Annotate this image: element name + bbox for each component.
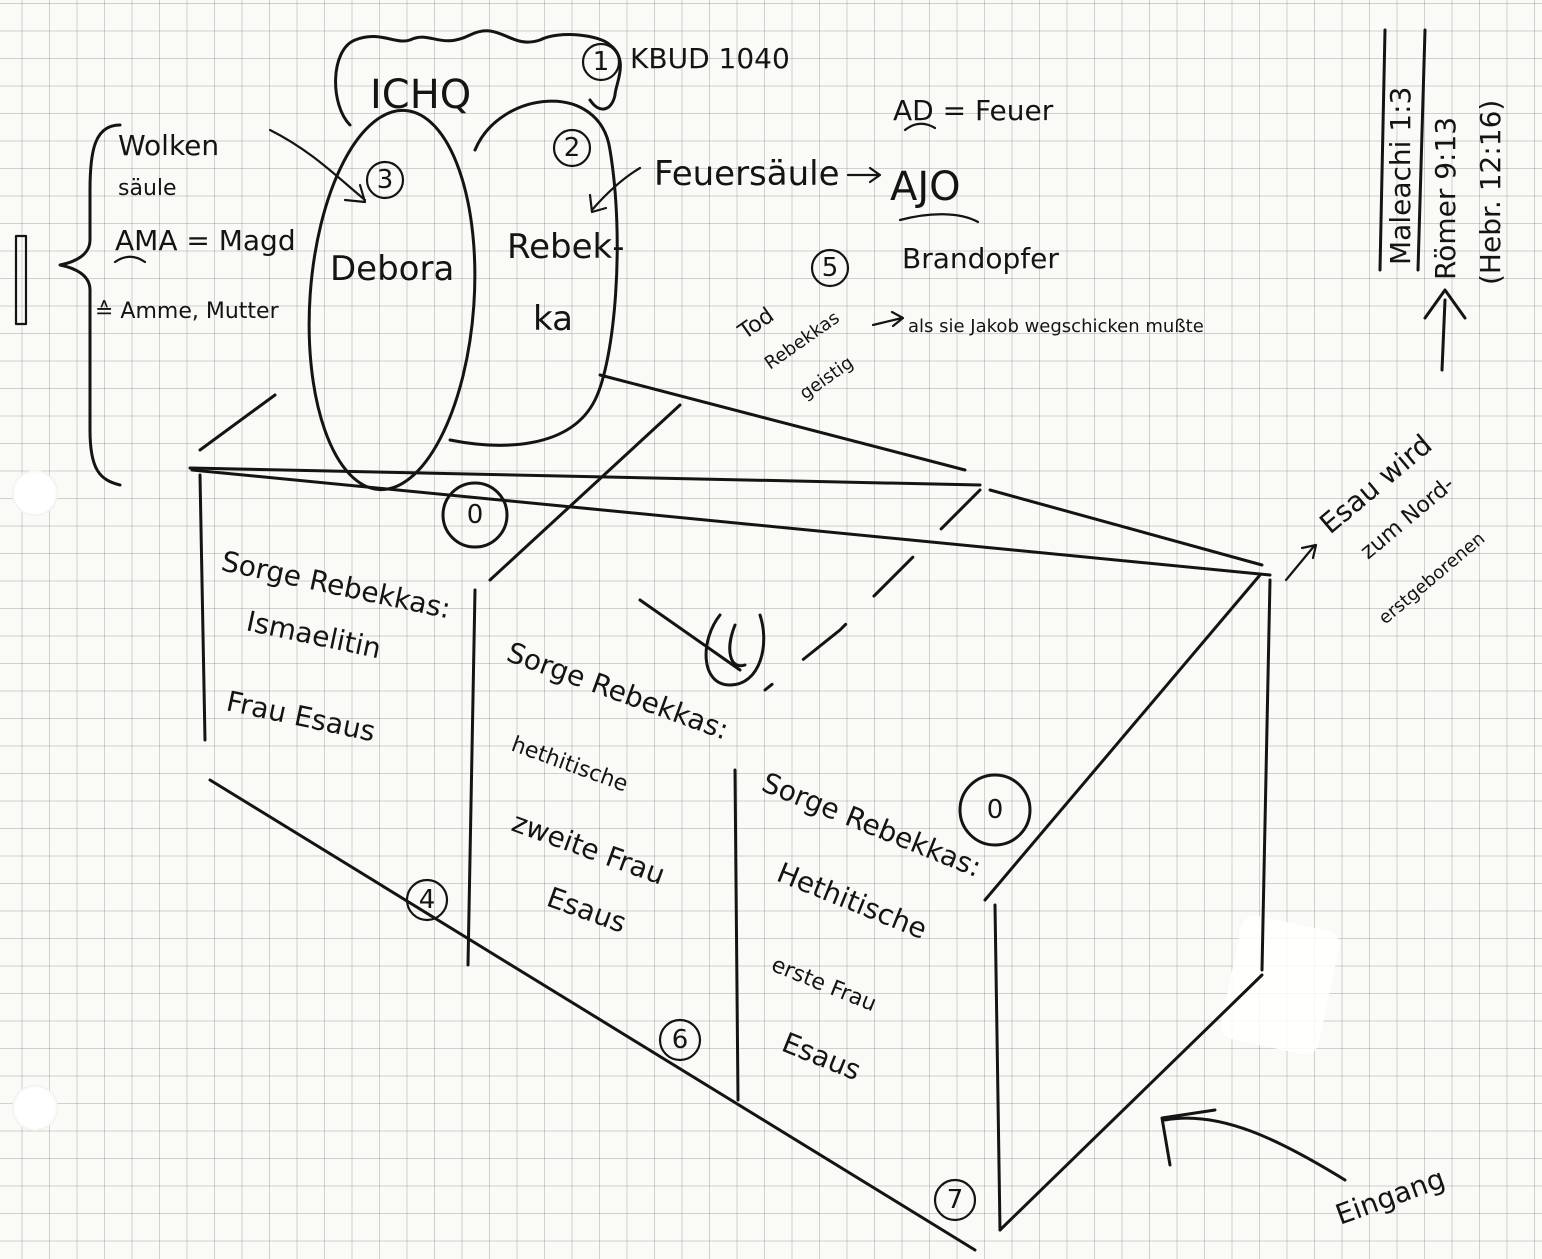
zero-symbol-2: 0	[987, 795, 1004, 825]
panel1-line3: Frau Esaus	[224, 685, 379, 749]
box-right-bottom-edge	[1000, 975, 1262, 1230]
box-right-back-edge	[1262, 580, 1270, 970]
arrow-to-esau	[1286, 545, 1316, 580]
arrow-to-note	[873, 312, 903, 326]
panel2-line4: Esaus	[543, 881, 631, 940]
ref-up-arrow	[1425, 290, 1465, 370]
panel2-line2: hethitische	[508, 732, 631, 797]
death-line-3: geistig	[796, 352, 858, 404]
squiggle-ama	[115, 257, 145, 262]
hut-label: ICHQ	[370, 72, 471, 118]
number-1: 1	[593, 47, 610, 77]
zero-symbol-1: 0	[467, 500, 484, 530]
bracket-line-2: säule	[118, 176, 177, 201]
hut-note: KBUD 1040	[630, 42, 790, 75]
box-front-divider-1	[468, 590, 475, 965]
bracket-line-1: Wolken	[118, 129, 219, 162]
fire-bottom-note: Brandopfer	[902, 242, 1059, 275]
box-top-inner-line	[640, 600, 740, 670]
ref-malachi: Maleachi 1:3	[1384, 87, 1417, 265]
fire-label: Feuersäule	[654, 154, 840, 194]
death-line-1: Tod	[733, 303, 779, 345]
ref-hebrews: (Hebr. 12:16)	[1474, 100, 1507, 285]
number-6: 6	[672, 1025, 689, 1055]
number-5: 5	[822, 253, 839, 283]
panel3-line4: Esaus	[777, 1026, 865, 1087]
box-top-dashed	[765, 490, 980, 690]
box-edge-back-right	[600, 375, 965, 470]
rebekka-label-2: ka	[533, 299, 573, 339]
arrow-to-ajo	[848, 168, 880, 182]
bracket-line-3: AMA = Magd	[115, 224, 296, 257]
number-2: 2	[564, 133, 581, 163]
fire-top-note: AD = Feuer	[893, 94, 1054, 127]
box-right-top-edge	[985, 575, 1260, 900]
box-top-divider	[490, 405, 680, 580]
bracket-line-4: ≙ Amme, Mutter	[95, 299, 280, 324]
panel2-line3: zweite Frau	[508, 806, 670, 892]
death-note: als sie Jakob wegschicken mußte	[908, 316, 1204, 337]
arrow-to-debora	[270, 130, 365, 202]
margin-mark	[16, 236, 26, 324]
box-front-left-edge	[200, 475, 205, 740]
debora-label: Debora	[330, 249, 454, 289]
number-4: 4	[419, 885, 436, 915]
box-edge-left-back	[200, 395, 275, 450]
entrance-arrow	[1162, 1110, 1345, 1180]
ref-line-2	[1418, 30, 1425, 270]
box-top-right-edge	[990, 490, 1262, 565]
u-symbol	[706, 615, 764, 685]
ref-romans: Römer 9:13	[1429, 117, 1462, 280]
number-7: 7	[947, 1185, 964, 1215]
panel1-line2: Ismaelitin	[244, 605, 384, 666]
box-front-divider-2	[735, 770, 738, 1100]
panel2-line1: Sorge Rebekkas:	[503, 636, 734, 747]
panel3-line2: Hethitische	[772, 856, 931, 946]
rebekka-label-1: Rebek-	[507, 227, 624, 267]
fire-word: AJO	[890, 164, 961, 210]
box-front-right-edge	[995, 905, 1000, 1230]
number-3: 3	[377, 165, 394, 195]
entrance-label: Eingang	[1331, 1162, 1449, 1232]
squiggle-brand	[900, 214, 978, 222]
panel3-line3: erste Frau	[768, 952, 880, 1017]
